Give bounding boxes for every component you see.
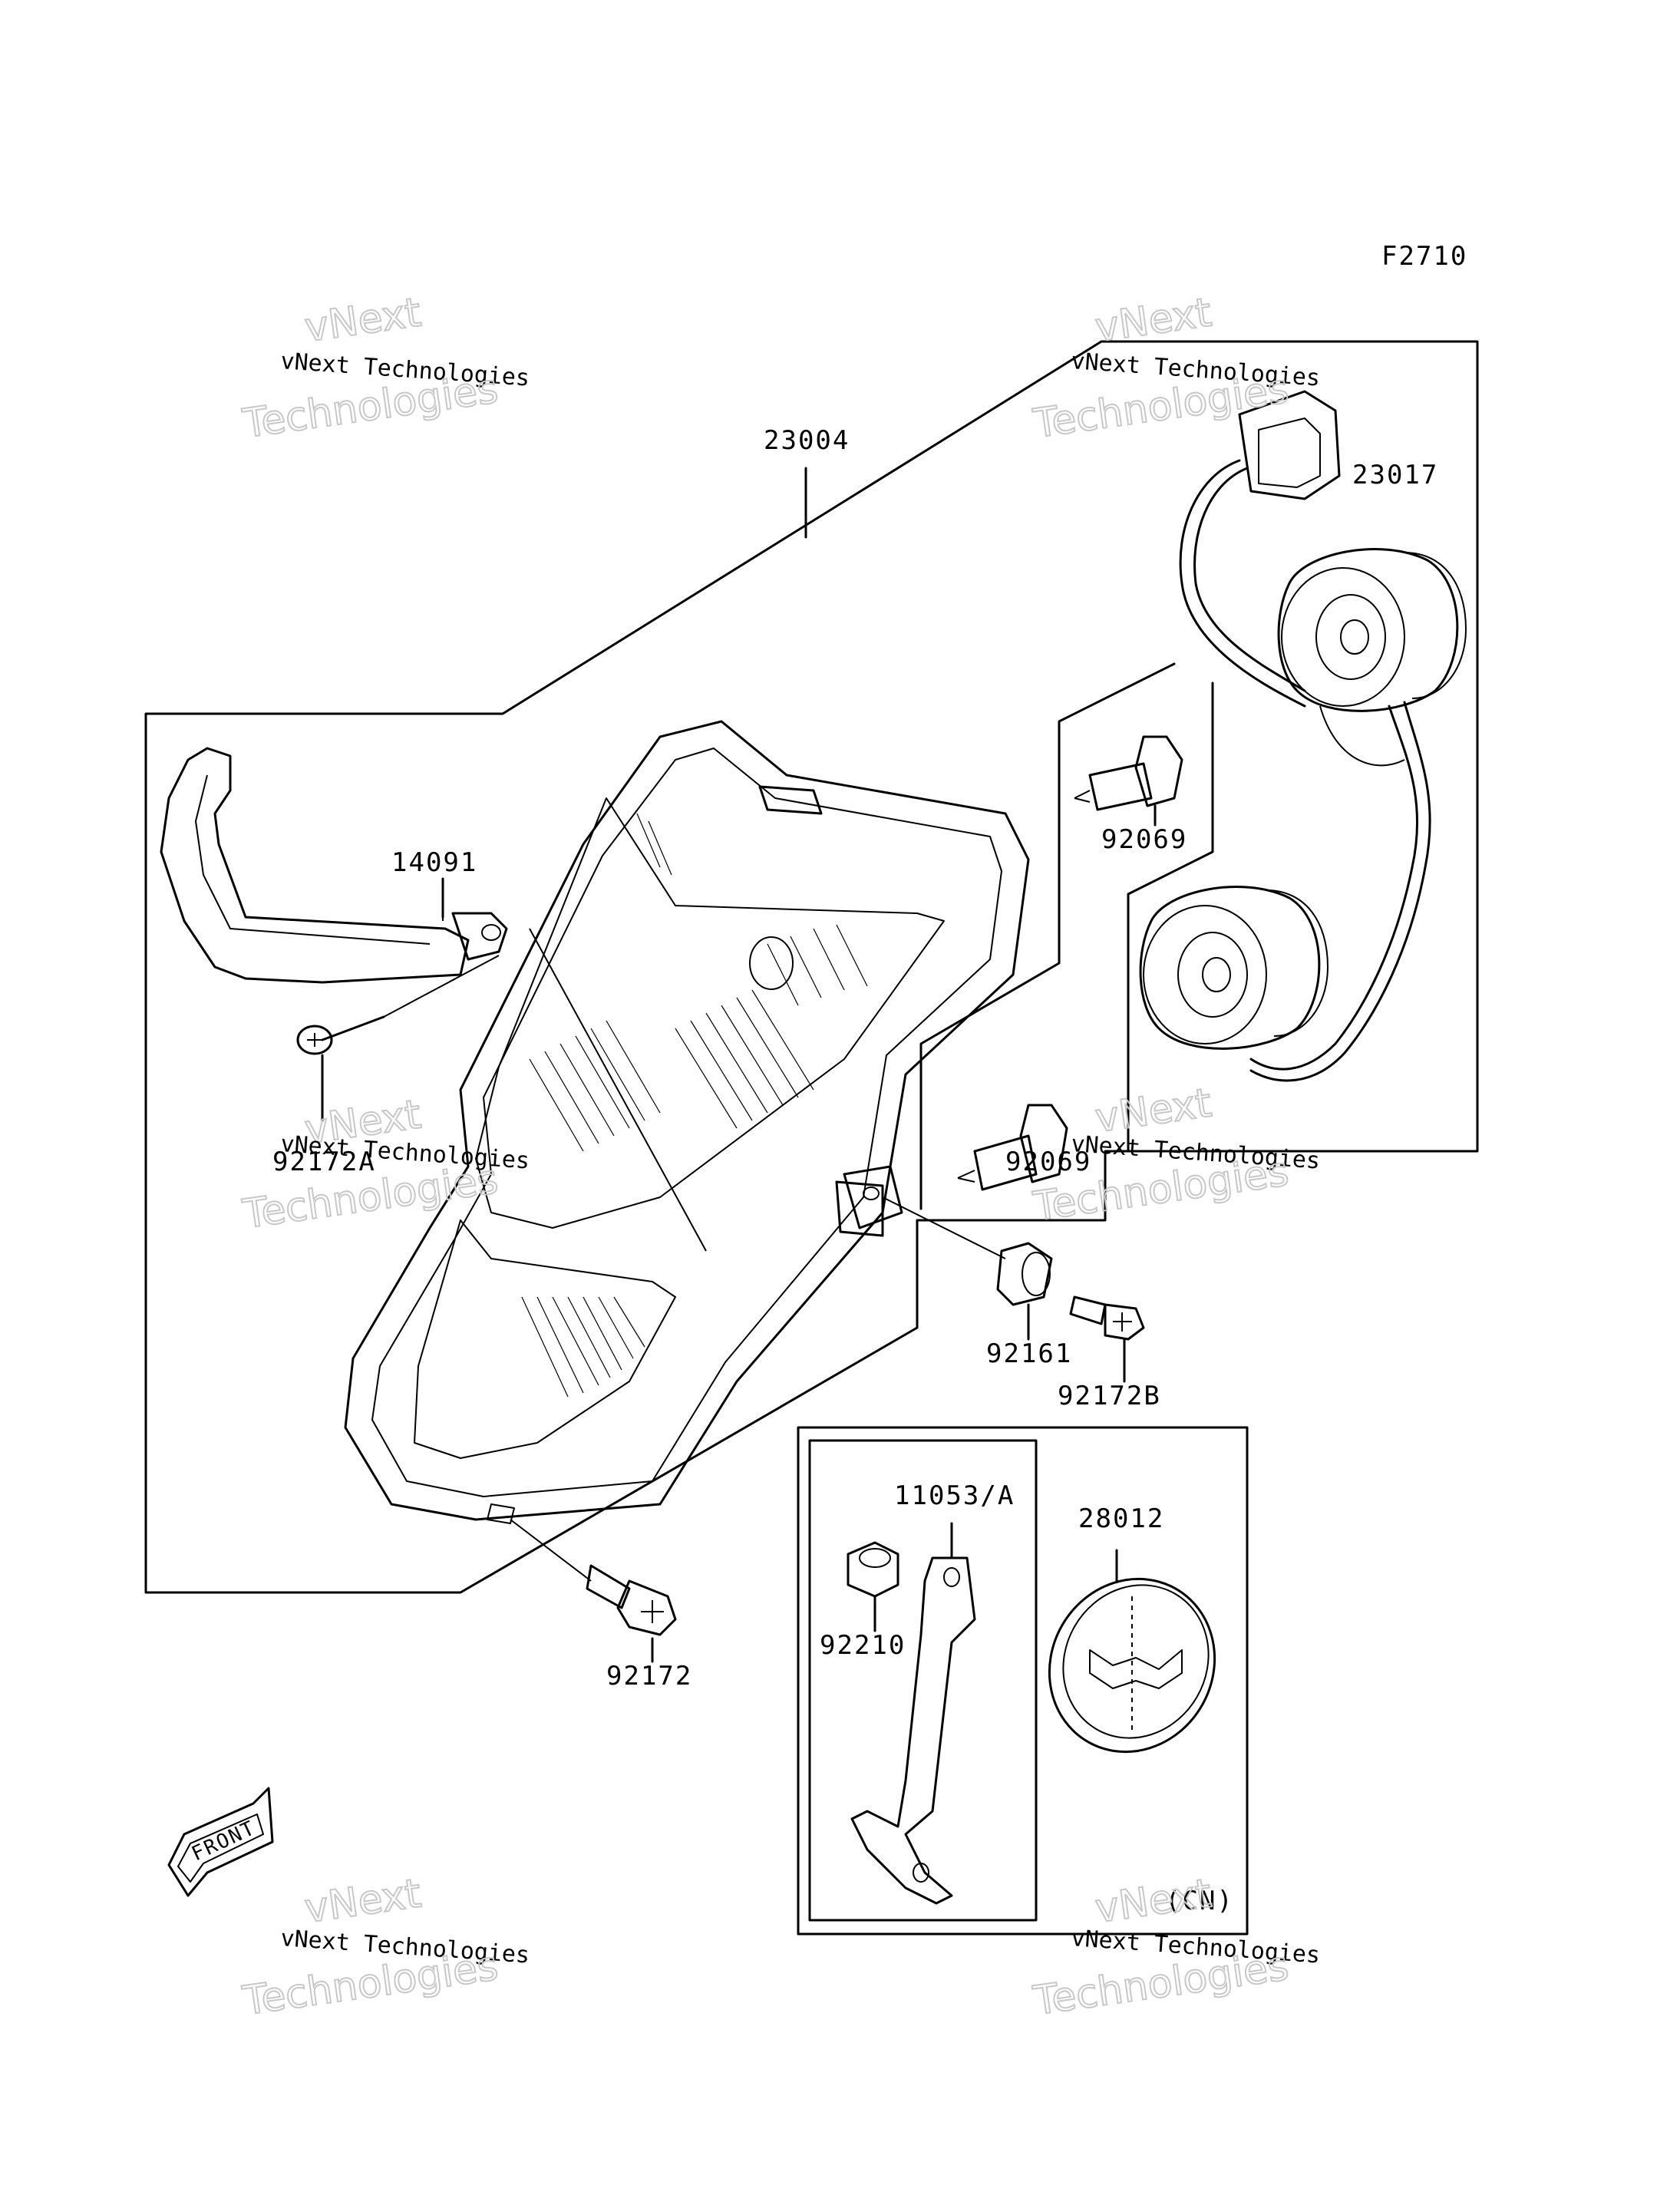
nut-92210: [847, 1541, 899, 1632]
front-arrow-label: FRONT: [188, 1817, 259, 1866]
assembly-outline-23004: [144, 340, 1479, 1594]
svg-text:vNext: vNext: [1092, 1870, 1214, 1932]
label-23004: 23004: [764, 425, 850, 456]
cn-option-box-inner: [808, 1439, 1038, 1922]
screw-92172: [510, 1519, 677, 1663]
svg-text:vNext: vNext: [302, 289, 424, 351]
watermark-bottom-right: vNext vNext Technologies Technologies: [1029, 1870, 1321, 2025]
bulb-92069-upper: [1074, 735, 1183, 827]
grommet-92161: [882, 1196, 1053, 1341]
headlight-housing: [344, 720, 1030, 1524]
label-92172: 92172: [606, 1661, 692, 1691]
label-14091: 14091: [391, 847, 477, 878]
front-arrow-icon: FRONT: [167, 1787, 274, 1897]
bracket-11053: [850, 1522, 976, 1905]
reflector-28012: [1048, 1549, 1216, 1754]
watermark-middle-right: vNext vNext Technologies Technologies: [1029, 1079, 1321, 1231]
label-23017: 23017: [1352, 460, 1438, 490]
label-92210: 92210: [820, 1630, 906, 1661]
label-11053: 11053/A: [894, 1480, 1015, 1511]
label-92172a: 92172A: [272, 1147, 376, 1177]
bulb-box-outline-left: [919, 662, 1176, 1210]
socket-harness-23017: [1139, 390, 1467, 1082]
bulb-92069-lower: [957, 1104, 1068, 1191]
label-92069-upper: 92069: [1101, 824, 1187, 855]
label-92172b: 92172B: [1058, 1381, 1161, 1411]
label-92069-lower: 92069: [1005, 1147, 1091, 1177]
watermark-top-right: vNext vNext Technologies Technologies: [1029, 289, 1321, 448]
screw-92172b: [1069, 1295, 1145, 1383]
figure-code: F2710: [1381, 241, 1467, 272]
screw-92172a: [296, 955, 500, 1122]
watermark-top-left: vNext vNext Technologies Technologies: [239, 289, 530, 448]
bulb-box-outline: [1127, 682, 1214, 1153]
headlight-cover-14091: [160, 747, 508, 984]
label-92161: 92161: [986, 1338, 1072, 1369]
cn-option-box-outer: [797, 1426, 1249, 1936]
watermark-bottom-left: vNext vNext Technologies Technologies: [239, 1870, 530, 2025]
region-note-cn: (CN): [1165, 1886, 1234, 1916]
svg-text:vNext: vNext: [302, 1870, 424, 1932]
label-28012: 28012: [1078, 1503, 1164, 1534]
